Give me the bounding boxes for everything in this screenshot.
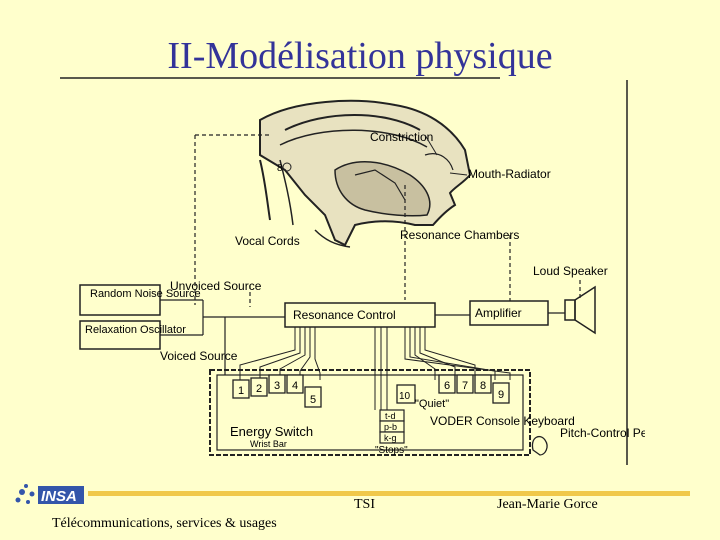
label-pitch-control: Pitch-Control Pedal bbox=[560, 426, 645, 440]
label-stops: "Stops" bbox=[375, 445, 408, 456]
head-anatomy-drawing bbox=[259, 99, 472, 248]
key-label: 1 bbox=[238, 385, 244, 397]
label-voiced-source: Voiced Source bbox=[160, 349, 238, 363]
label-mouth-radiator: Mouth-Radiator bbox=[468, 167, 551, 181]
label-loud-speaker: Loud Speaker bbox=[533, 264, 608, 278]
label-quiet: "Quiet" bbox=[415, 398, 449, 410]
label-vocal-cords: Vocal Cords bbox=[235, 234, 300, 248]
console-inner-frame bbox=[216, 374, 524, 451]
label-voder-console: VODER Console Keyboard bbox=[430, 414, 575, 428]
amplifier-box bbox=[469, 300, 549, 326]
key-label: 4 bbox=[292, 380, 298, 392]
insa-logo-text: INSA bbox=[41, 488, 77, 505]
key-label: 9 bbox=[498, 389, 504, 401]
footer-right-text: Jean-Marie Gorce bbox=[497, 497, 598, 512]
label-constriction: Constriction bbox=[370, 130, 433, 144]
pitch-pedal-icon bbox=[531, 436, 548, 456]
label-wrist-bar: Wrist Bar bbox=[250, 439, 287, 449]
insa-logo: INSA bbox=[10, 474, 88, 516]
footer-accent-line bbox=[88, 491, 690, 496]
stop-key-label: k-g bbox=[384, 433, 397, 443]
stop-keys: t-d p-b k-g bbox=[379, 409, 405, 444]
resonance-control-box bbox=[284, 302, 436, 328]
label-amplifier: Amplifier bbox=[475, 306, 522, 320]
voder-diagram: 8 Constriction Mouth-Radiator Vocal Cord… bbox=[60, 77, 645, 465]
stop-key-label: t-d bbox=[385, 411, 396, 421]
marker-8: 8 bbox=[277, 163, 283, 174]
relaxation-oscillator-box bbox=[79, 320, 161, 350]
key-label: 10 bbox=[399, 391, 411, 402]
slide-title: II-Modélisation physique bbox=[167, 35, 553, 77]
label-random-noise-source: Random Noise Source bbox=[90, 288, 201, 300]
footer-left-text: Télécommunications, services & usages bbox=[52, 516, 277, 531]
label-resonance-chambers: Resonance Chambers bbox=[400, 228, 519, 242]
label-resonance-control: Resonance Control bbox=[293, 308, 396, 322]
random-noise-source-box bbox=[79, 284, 161, 316]
key-label: 7 bbox=[462, 380, 468, 392]
console-enclosure bbox=[209, 369, 531, 456]
key-label: 8 bbox=[480, 380, 486, 392]
key-label: 3 bbox=[274, 380, 280, 392]
key-label: 5 bbox=[310, 394, 316, 406]
loud-speaker-icon bbox=[564, 285, 596, 335]
left-keys: 1 2 3 4 5 bbox=[232, 374, 322, 408]
label-relaxation-oscillator: Relaxation Oscillator bbox=[85, 324, 186, 336]
label-energy-switch: Energy Switch bbox=[230, 424, 313, 439]
footer-center-text: TSI bbox=[354, 497, 375, 512]
label-unvoiced-source: Unvoiced Source bbox=[170, 279, 262, 293]
right-keys: 10 6 7 8 9 bbox=[396, 374, 510, 404]
key-label: 6 bbox=[444, 380, 450, 392]
stop-key-label: p-b bbox=[384, 422, 397, 432]
resonance-control-wires bbox=[239, 327, 511, 410]
key-label: 2 bbox=[256, 383, 262, 395]
